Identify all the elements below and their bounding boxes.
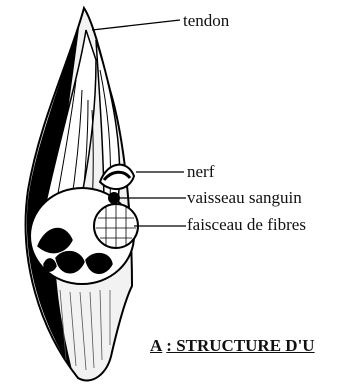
- figure-caption: A: STRUCTURE D'U: [150, 337, 315, 354]
- caption-title: : STRUCTURE D'U: [166, 336, 314, 355]
- label-faisceau-de-fibres: faisceau de fibres: [187, 216, 306, 233]
- caption-letter: A: [150, 336, 162, 355]
- label-tendon: tendon: [183, 12, 229, 29]
- label-nerf: nerf: [187, 163, 214, 180]
- label-vaisseau-sanguin: vaisseau sanguin: [187, 189, 302, 206]
- blood-vessel: [108, 192, 120, 204]
